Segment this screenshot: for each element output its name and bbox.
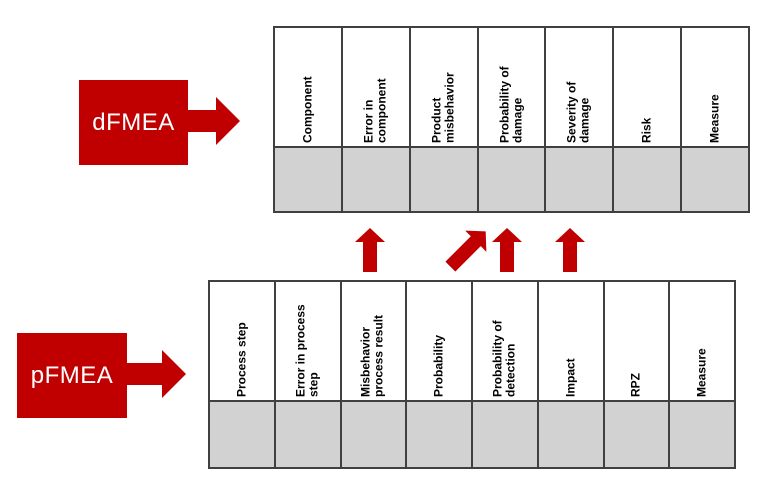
column-header: Product misbehavior bbox=[410, 28, 477, 146]
empty-row-cell bbox=[546, 146, 613, 211]
column-header-label: Probability bbox=[431, 334, 446, 397]
column-header-label: Risk bbox=[639, 117, 654, 143]
up-arrow-icon bbox=[355, 228, 385, 272]
table-column: Probability of detection bbox=[471, 282, 537, 467]
dfmea-label-box: dFMEA bbox=[79, 80, 188, 165]
diagonal-up-right-arrow-icon bbox=[440, 221, 497, 278]
column-header: Probability bbox=[407, 282, 471, 400]
column-header: Error in process step bbox=[275, 282, 340, 400]
column-header-label: Process step bbox=[234, 322, 249, 397]
table-column: Measure bbox=[680, 28, 749, 211]
right-arrow-icon bbox=[186, 97, 240, 145]
empty-row-cell bbox=[275, 146, 341, 211]
column-header: Measure bbox=[682, 28, 749, 146]
pfmea-label-box: pFMEA bbox=[17, 333, 127, 418]
table-column: Probability bbox=[405, 282, 471, 467]
table-column: Component bbox=[275, 28, 341, 211]
empty-row-cell bbox=[407, 400, 471, 467]
column-header-label: Measure bbox=[694, 348, 709, 397]
table-column: Misbehavior process result bbox=[339, 282, 406, 467]
up-arrow-icon bbox=[555, 228, 585, 272]
empty-row-cell bbox=[670, 400, 734, 467]
empty-row-cell bbox=[341, 400, 406, 467]
column-header: Error in component bbox=[342, 28, 409, 146]
table-column: Error in component bbox=[340, 28, 409, 211]
column-header: Process step bbox=[210, 282, 274, 400]
table-column: Impact bbox=[536, 282, 603, 467]
up-arrow-icon bbox=[492, 228, 522, 272]
column-header: Probability of detection bbox=[473, 282, 537, 400]
right-arrow-icon bbox=[124, 350, 186, 398]
table-column: Measure bbox=[668, 282, 734, 467]
empty-row-cell bbox=[604, 400, 669, 467]
pfmea-label: pFMEA bbox=[30, 361, 114, 389]
column-header: Risk bbox=[614, 28, 681, 146]
empty-row-cell bbox=[410, 146, 477, 211]
empty-row-cell bbox=[682, 146, 749, 211]
empty-row-cell bbox=[275, 400, 340, 467]
column-header-label: Misbehavior process result bbox=[358, 314, 387, 397]
table-column: Process step bbox=[210, 282, 274, 467]
column-header-label: Measure bbox=[707, 94, 722, 143]
column-header: Measure bbox=[670, 282, 734, 400]
column-header-label: Error in component bbox=[361, 78, 389, 143]
table-column: Risk bbox=[612, 28, 681, 211]
column-header: Probability of damage bbox=[478, 28, 545, 146]
empty-row-cell bbox=[473, 400, 537, 467]
column-header-label: Severity of damage bbox=[564, 81, 593, 143]
column-header-label: Error in process step bbox=[293, 304, 321, 397]
empty-row-cell bbox=[538, 400, 603, 467]
table-column: Probability of damage bbox=[476, 28, 545, 211]
pfmea-table: Process step Error in process step Misbe… bbox=[208, 280, 736, 469]
column-header-label: Product misbehavior bbox=[429, 72, 457, 143]
column-header: RPZ bbox=[604, 282, 669, 400]
column-header: Severity of damage bbox=[546, 28, 613, 146]
column-header-label: Probability of detection bbox=[490, 320, 518, 397]
empty-row-cell bbox=[210, 400, 274, 467]
empty-row-cell bbox=[342, 146, 409, 211]
column-header-label: RPZ bbox=[628, 373, 643, 397]
column-header-label: Impact bbox=[562, 358, 577, 397]
table-column: Product misbehavior bbox=[408, 28, 477, 211]
table-column: RPZ bbox=[602, 282, 669, 467]
empty-row-cell bbox=[478, 146, 545, 211]
column-header: Impact bbox=[538, 282, 603, 400]
dfmea-table: Component Error in component Product mis… bbox=[273, 26, 750, 213]
dfmea-label: dFMEA bbox=[92, 108, 175, 136]
column-header-label: Probability of damage bbox=[497, 66, 525, 143]
empty-row-cell bbox=[614, 146, 681, 211]
column-header: Misbehavior process result bbox=[341, 282, 406, 400]
column-header: Component bbox=[275, 28, 341, 146]
table-column: Error in process step bbox=[273, 282, 340, 467]
column-header-label: Component bbox=[300, 76, 315, 143]
table-column: Severity of damage bbox=[544, 28, 613, 211]
